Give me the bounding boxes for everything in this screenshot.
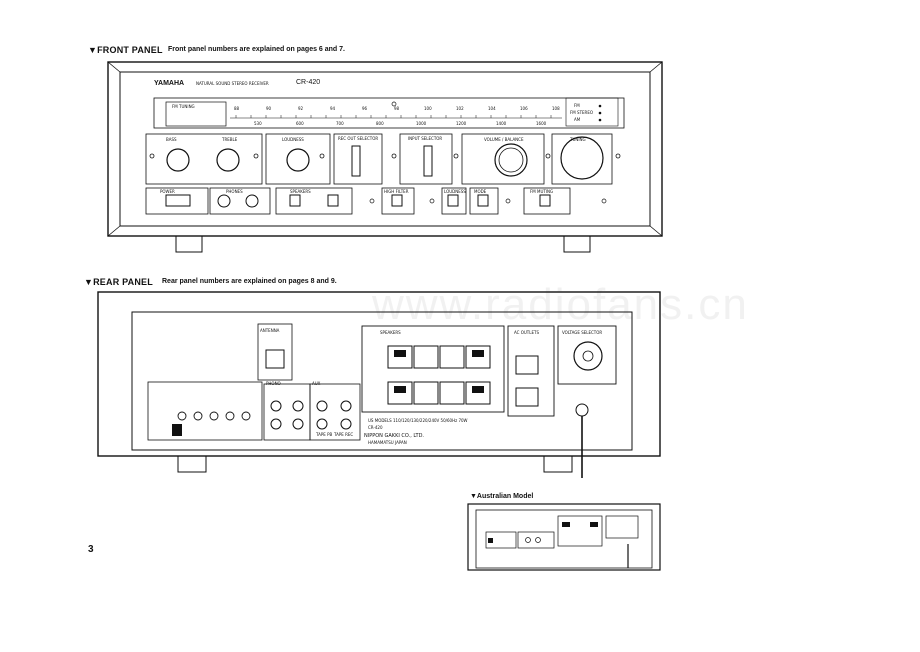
rear-section-label: TAPE REC <box>334 432 354 437</box>
front-model: CR-420 <box>296 79 321 86</box>
button-label: MODE <box>474 189 487 194</box>
watermark: www.radiofans.cn <box>372 280 749 329</box>
rear-model-line: CR-420 <box>368 425 383 430</box>
am-mark: 800 <box>376 121 384 126</box>
rear-section-label: SPEAKERS <box>380 330 401 335</box>
rear-section-label: TAPE PB <box>316 432 333 437</box>
am-mark: 700 <box>336 121 344 126</box>
am-mark: 1000 <box>416 121 427 126</box>
indicator-label: AM <box>574 117 581 122</box>
rear-section-label: AC OUTLETS <box>514 330 539 335</box>
rear-section-label: VOLTAGE SELECTOR <box>562 330 603 335</box>
australian-drawing <box>467 503 661 571</box>
freq-mark: 108 <box>552 106 560 111</box>
meter-label: FM TUNING <box>172 104 195 109</box>
am-mark: 1400 <box>496 121 507 126</box>
am-mark: 600 <box>296 121 304 126</box>
indicator-label: FM <box>574 103 580 108</box>
button-label: POWER <box>160 189 175 194</box>
rear-panel-heading: ▼REAR PANEL <box>84 277 153 287</box>
rear-section-label: PHONO <box>266 381 281 386</box>
rear-panel-drawing <box>97 291 661 478</box>
front-panel-heading: ▼FRONT PANEL <box>88 45 163 55</box>
am-mark: 530 <box>254 121 262 126</box>
button-label: FM MUTING <box>530 189 554 194</box>
am-mark: 1200 <box>456 121 467 126</box>
front-tagline: NATURAL SOUND STEREO RECEIVER <box>196 81 269 86</box>
button-label: PHONES <box>226 189 243 194</box>
brand-logo: YAMAHA <box>154 80 185 87</box>
am-mark: 1600 <box>536 121 547 126</box>
selector-label: INPUT SELECTOR <box>408 136 443 141</box>
freq-mark: 96 <box>362 106 368 111</box>
freq-mark: 88 <box>234 106 240 111</box>
knob-label: BASS <box>166 137 177 142</box>
freq-mark: 104 <box>488 106 496 111</box>
freq-mark: 94 <box>330 106 336 111</box>
selector-label: REC OUT SELECTOR <box>338 136 379 141</box>
freq-mark: 98 <box>394 106 400 111</box>
maker-name: NIPPON GAKKI CO., LTD. <box>364 433 425 439</box>
freq-mark: 102 <box>456 106 464 111</box>
australian-heading: ▼Australian Model <box>470 493 534 500</box>
freq-mark: 90 <box>266 106 272 111</box>
maker-sub: HAMAMATSU JAPAN <box>368 440 407 445</box>
indicator-label: FM STEREO <box>570 110 593 115</box>
freq-mark: 106 <box>520 106 528 111</box>
knob-label: VOLUME / BALANCE <box>484 137 524 142</box>
front-panel-note: Front panel numbers are explained on pag… <box>168 46 345 53</box>
knob-label: TREBLE <box>222 137 238 142</box>
button-label: LOUDNESS <box>444 189 466 194</box>
front-panel-drawing <box>107 61 663 253</box>
page-number: 3 <box>88 544 94 555</box>
rear-specs-line: US MODELS 110/120/130/220/240V 50/60Hz 7… <box>368 418 468 423</box>
rear-section-label: AUX <box>312 381 321 386</box>
knob-label: TUNING <box>570 137 586 142</box>
knob-label: LOUDNESS <box>282 137 304 142</box>
freq-mark: 92 <box>298 106 304 111</box>
button-label: SPEAKERS <box>290 189 311 194</box>
freq-mark: 100 <box>424 106 432 111</box>
button-label: HIGH FILTER <box>384 189 409 194</box>
rear-section-label: ANTENNA <box>260 328 280 333</box>
rear-panel-note: Rear panel numbers are explained on page… <box>162 278 337 285</box>
